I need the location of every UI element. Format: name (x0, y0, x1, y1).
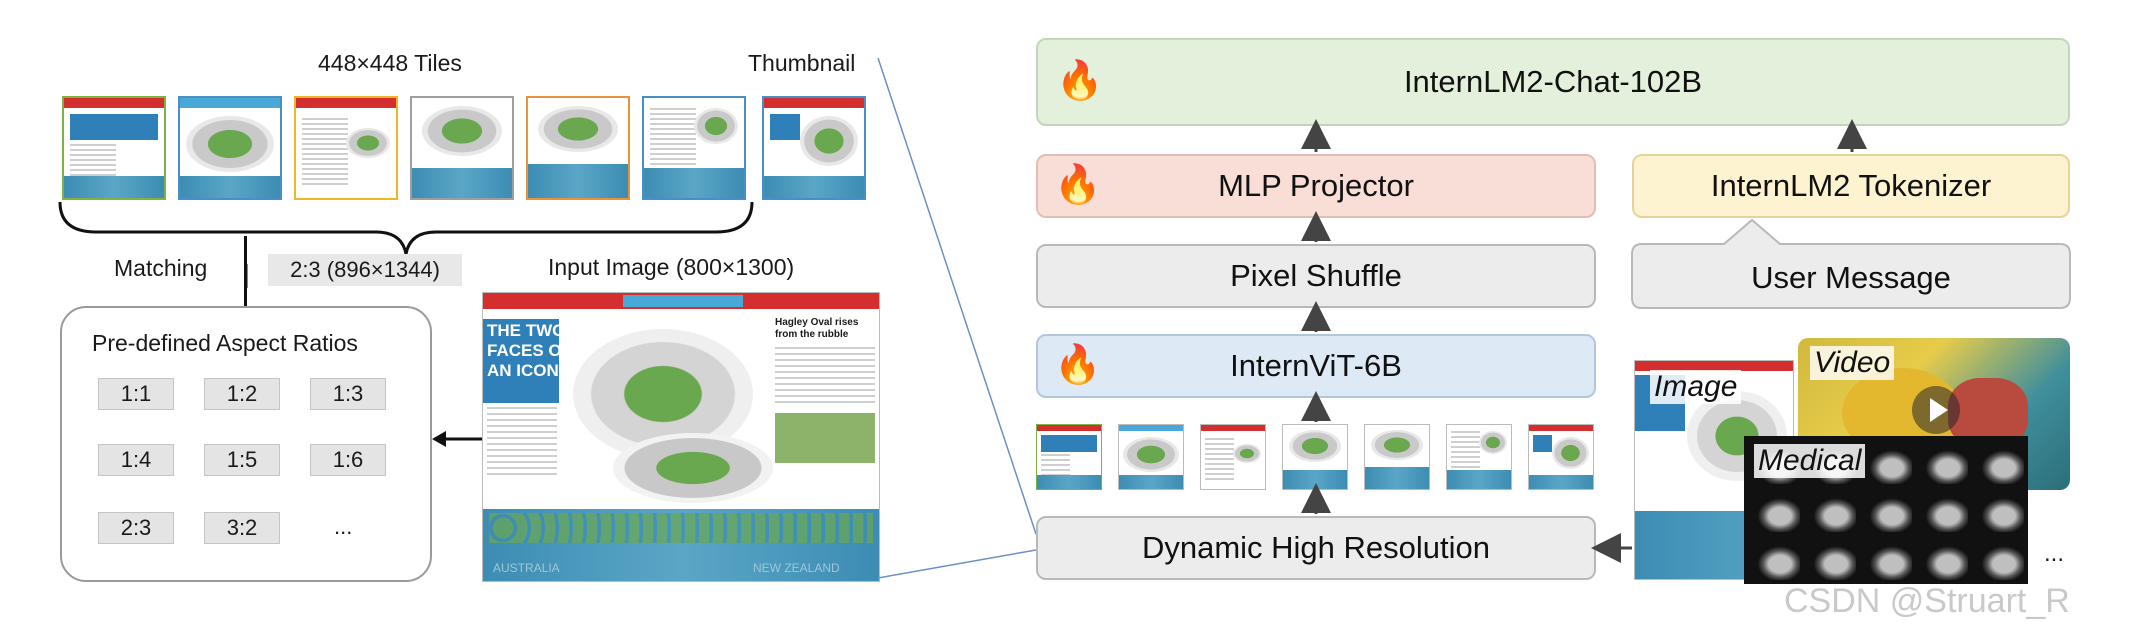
mlp-box: MLP Projector (1036, 154, 1596, 218)
poster-subhead: Hagley Oval rises from the rubble (775, 317, 859, 340)
tile-6 (642, 96, 746, 200)
llm-box: InternLM2-Chat-102B (1036, 38, 2070, 126)
ratio-3-2: 3:2 (204, 512, 280, 544)
poster-headline-3: AN ICON (487, 361, 559, 380)
pixel-shuffle-box: Pixel Shuffle (1036, 244, 1596, 308)
tile-4 (410, 96, 514, 200)
user-message-box (1631, 218, 2071, 309)
tiles-caption: 448×448 Tiles (318, 50, 462, 76)
modality-medical-label: Medical (1754, 444, 1866, 478)
tile-5 (526, 96, 630, 200)
modality-video-label: Video (1810, 346, 1895, 380)
input-image-caption: Input Image (800×1300) (548, 254, 795, 280)
tile-3 (294, 96, 398, 200)
small-tile-3 (1200, 424, 1266, 490)
small-tile-5 (1364, 424, 1430, 490)
ratio-1-6: 1:6 (310, 444, 386, 476)
dynamic-high-resolution-box: Dynamic High Resolution (1036, 516, 1596, 580)
ratio-1-3: 1:3 (310, 378, 386, 410)
small-tile-2 (1118, 424, 1184, 490)
modality-image-label: Image (1650, 370, 1742, 404)
small-tile-6 (1446, 424, 1512, 490)
poster-tag-2: NEW ZEALAND (753, 561, 840, 575)
thumbnail-caption: Thumbnail (748, 50, 856, 76)
pixel-shuffle-label: Pixel Shuffle (1230, 258, 1402, 293)
ratio-1-4: 1:4 (98, 444, 174, 476)
modality-ellipsis: ... (2044, 540, 2065, 567)
poster-tag-1: AUSTRALIA (493, 561, 560, 575)
fire-icon: 🔥 (1054, 164, 1102, 206)
small-tile-4 (1282, 424, 1348, 490)
dynamic-high-resolution-label: Dynamic High Resolution (1141, 530, 1491, 565)
ratio-2-3: 2:3 (98, 512, 174, 544)
ratio-1-2: 1:2 (204, 378, 280, 410)
poster-headline-2: FACES OF (487, 341, 573, 360)
llm-label: InternLM2-Chat-102B (1403, 64, 1703, 99)
tile-2 (178, 96, 282, 200)
watermark: CSDN @Struart_R (1784, 582, 2070, 620)
play-icon (1912, 386, 1960, 434)
fire-icon: 🔥 (1056, 60, 1104, 102)
tile-thumbnail (762, 96, 866, 200)
mlp-label: MLP Projector (1218, 168, 1414, 203)
matched-ratio-text: 2:3 (896×1344) (290, 257, 440, 282)
small-tile-1 (1036, 424, 1102, 490)
ratio-1-1: 1:1 (98, 378, 174, 410)
matching-connector (244, 236, 247, 308)
poster-headline-1: THE TWO (487, 321, 566, 340)
matching-label: Matching (114, 255, 208, 281)
vit-label: InternViT-6B (1230, 348, 1402, 383)
fire-icon: 🔥 (1054, 344, 1102, 386)
matched-ratio-badge: 2:3 (896×1344) (268, 254, 462, 286)
aspect-ratios-title: Pre-defined Aspect Ratios (92, 330, 358, 356)
arrow-icon (432, 431, 484, 447)
user-message-label: User Message (1751, 260, 1951, 295)
tokenizer-label: InternLM2 Tokenizer (1710, 168, 1992, 203)
ratio-more: ... (334, 514, 353, 539)
input-image: THE TWO FACES OF AN ICON Hagley Oval ris… (482, 292, 880, 582)
tokenizer-box: InternLM2 Tokenizer (1632, 154, 2070, 218)
tile-1 (62, 96, 166, 200)
ratio-1-5: 1:5 (204, 444, 280, 476)
small-tile-thumbnail (1528, 424, 1594, 490)
